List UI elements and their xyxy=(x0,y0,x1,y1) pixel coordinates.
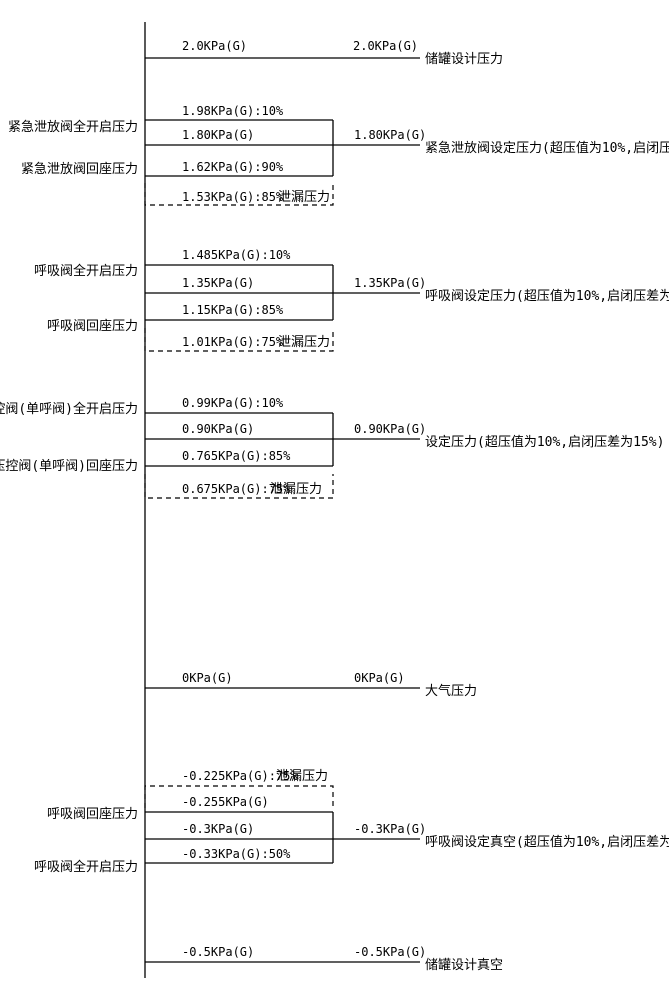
row-value: 1.62KPa(G):90% xyxy=(182,160,284,174)
row-value: 0.90KPa(G) xyxy=(182,422,254,436)
leak-dashed-box xyxy=(144,474,334,499)
row-value: 0.675KPa(G):75% xyxy=(182,482,291,496)
set-value: -0.3KPa(G) xyxy=(354,822,426,836)
atmosphere-label: 大气压力 xyxy=(425,683,477,699)
leak-dashed-box xyxy=(144,183,334,206)
side-open-label: 呼吸阀全开启压力 xyxy=(34,859,138,875)
row-value: 1.80KPa(G) xyxy=(182,128,254,142)
emergency-valve-group: 1.98KPa(G):10% 1.80KPa(G) 1.62KPa(G):90%… xyxy=(8,104,669,206)
set-label: 呼吸阀设定真空(超压值为10%,启闭压差为15%) xyxy=(425,834,669,850)
leak-label: 泄漏压力 xyxy=(276,768,328,784)
design-vacuum-block: -0.5KPa(G) -0.5KPa(G) 储罐设计真空 xyxy=(145,945,503,973)
breather-valve-group: 1.485KPa(G):10% 1.35KPa(G) 1.15KPa(G):85… xyxy=(34,248,669,352)
side-open-label: 呼吸阀全开启压力 xyxy=(34,263,138,279)
set-label: 紧急泄放阀设定压力(超压值为10%,启闭压差约为10%) xyxy=(425,140,669,156)
vacuum-valve-group: -0.225KPa(G):75% 泄漏压力 -0.255KPa(G) -0.3K… xyxy=(34,768,669,875)
side-reseat-label: 呼吸阀回座压力 xyxy=(47,807,138,822)
row-value: 1.01KPa(G):75% xyxy=(182,335,284,349)
set-label: 呼吸阀设定压力(超压值为10%,启闭压差为15%) xyxy=(425,288,669,304)
row-value: 0.765KPa(G):85% xyxy=(182,449,291,463)
design-vacuum-value-right: -0.5KPa(G) xyxy=(354,945,426,959)
row-value: 0.99KPa(G):10% xyxy=(182,396,284,410)
row-value: -0.255KPa(G) xyxy=(182,795,269,809)
design-pressure-value-left: 2.0KPa(G) xyxy=(182,39,247,53)
set-value: 0.90KPa(G) xyxy=(354,422,426,436)
leak-label: 泄漏压力 xyxy=(270,481,322,497)
design-pressure-label: 储罐设计压力 xyxy=(425,52,503,67)
leak-label: 泄漏压力 xyxy=(278,189,330,205)
side-open-label: 紧急泄放阀全开启压力 xyxy=(8,119,138,135)
side-reseat-label: 紧急泄放阀回座压力 xyxy=(21,162,138,177)
design-vacuum-label: 储罐设计真空 xyxy=(425,958,503,973)
atmosphere-value-left: 0KPa(G) xyxy=(182,671,233,685)
row-value: 1.485KPa(G):10% xyxy=(182,248,291,262)
row-value: 1.53KPa(G):85% xyxy=(182,190,284,204)
atmosphere-value-right: 0KPa(G) xyxy=(354,671,405,685)
leak-dashed-box xyxy=(144,328,334,352)
design-pressure-block: 2.0KPa(G) 2.0KPa(G) 储罐设计压力 xyxy=(145,39,503,67)
set-value: 1.80KPa(G) xyxy=(354,128,426,142)
row-value: -0.3KPa(G) xyxy=(182,822,254,836)
row-value: 1.98KPa(G):10% xyxy=(182,104,284,118)
control-valve-group: 0.99KPa(G):10% 0.90KPa(G) 0.765KPa(G):85… xyxy=(0,396,664,499)
leak-dashed-box xyxy=(144,785,334,808)
side-reseat-label: 呼吸阀回座压力 xyxy=(47,319,138,334)
row-value: 1.35KPa(G) xyxy=(182,276,254,290)
leak-label: 泄漏压力 xyxy=(278,334,330,350)
row-value: -0.33KPa(G):50% xyxy=(182,847,291,861)
atmosphere-block: 0KPa(G) 0KPa(G) 大气压力 xyxy=(145,671,477,699)
design-vacuum-value-left: -0.5KPa(G) xyxy=(182,945,254,959)
design-pressure-value-right: 2.0KPa(G) xyxy=(353,39,418,53)
set-label: 设定压力(超压值为10%,启闭压差为15%) xyxy=(425,434,664,450)
set-value: 1.35KPa(G) xyxy=(354,276,426,290)
side-open-label: 压控阀(单呼阀)全开启压力 xyxy=(0,401,138,417)
side-reseat-label: 压控阀(单呼阀)回座压力 xyxy=(0,459,138,474)
row-value: 1.15KPa(G):85% xyxy=(182,303,284,317)
row-value: -0.225KPa(G):75% xyxy=(182,769,298,783)
